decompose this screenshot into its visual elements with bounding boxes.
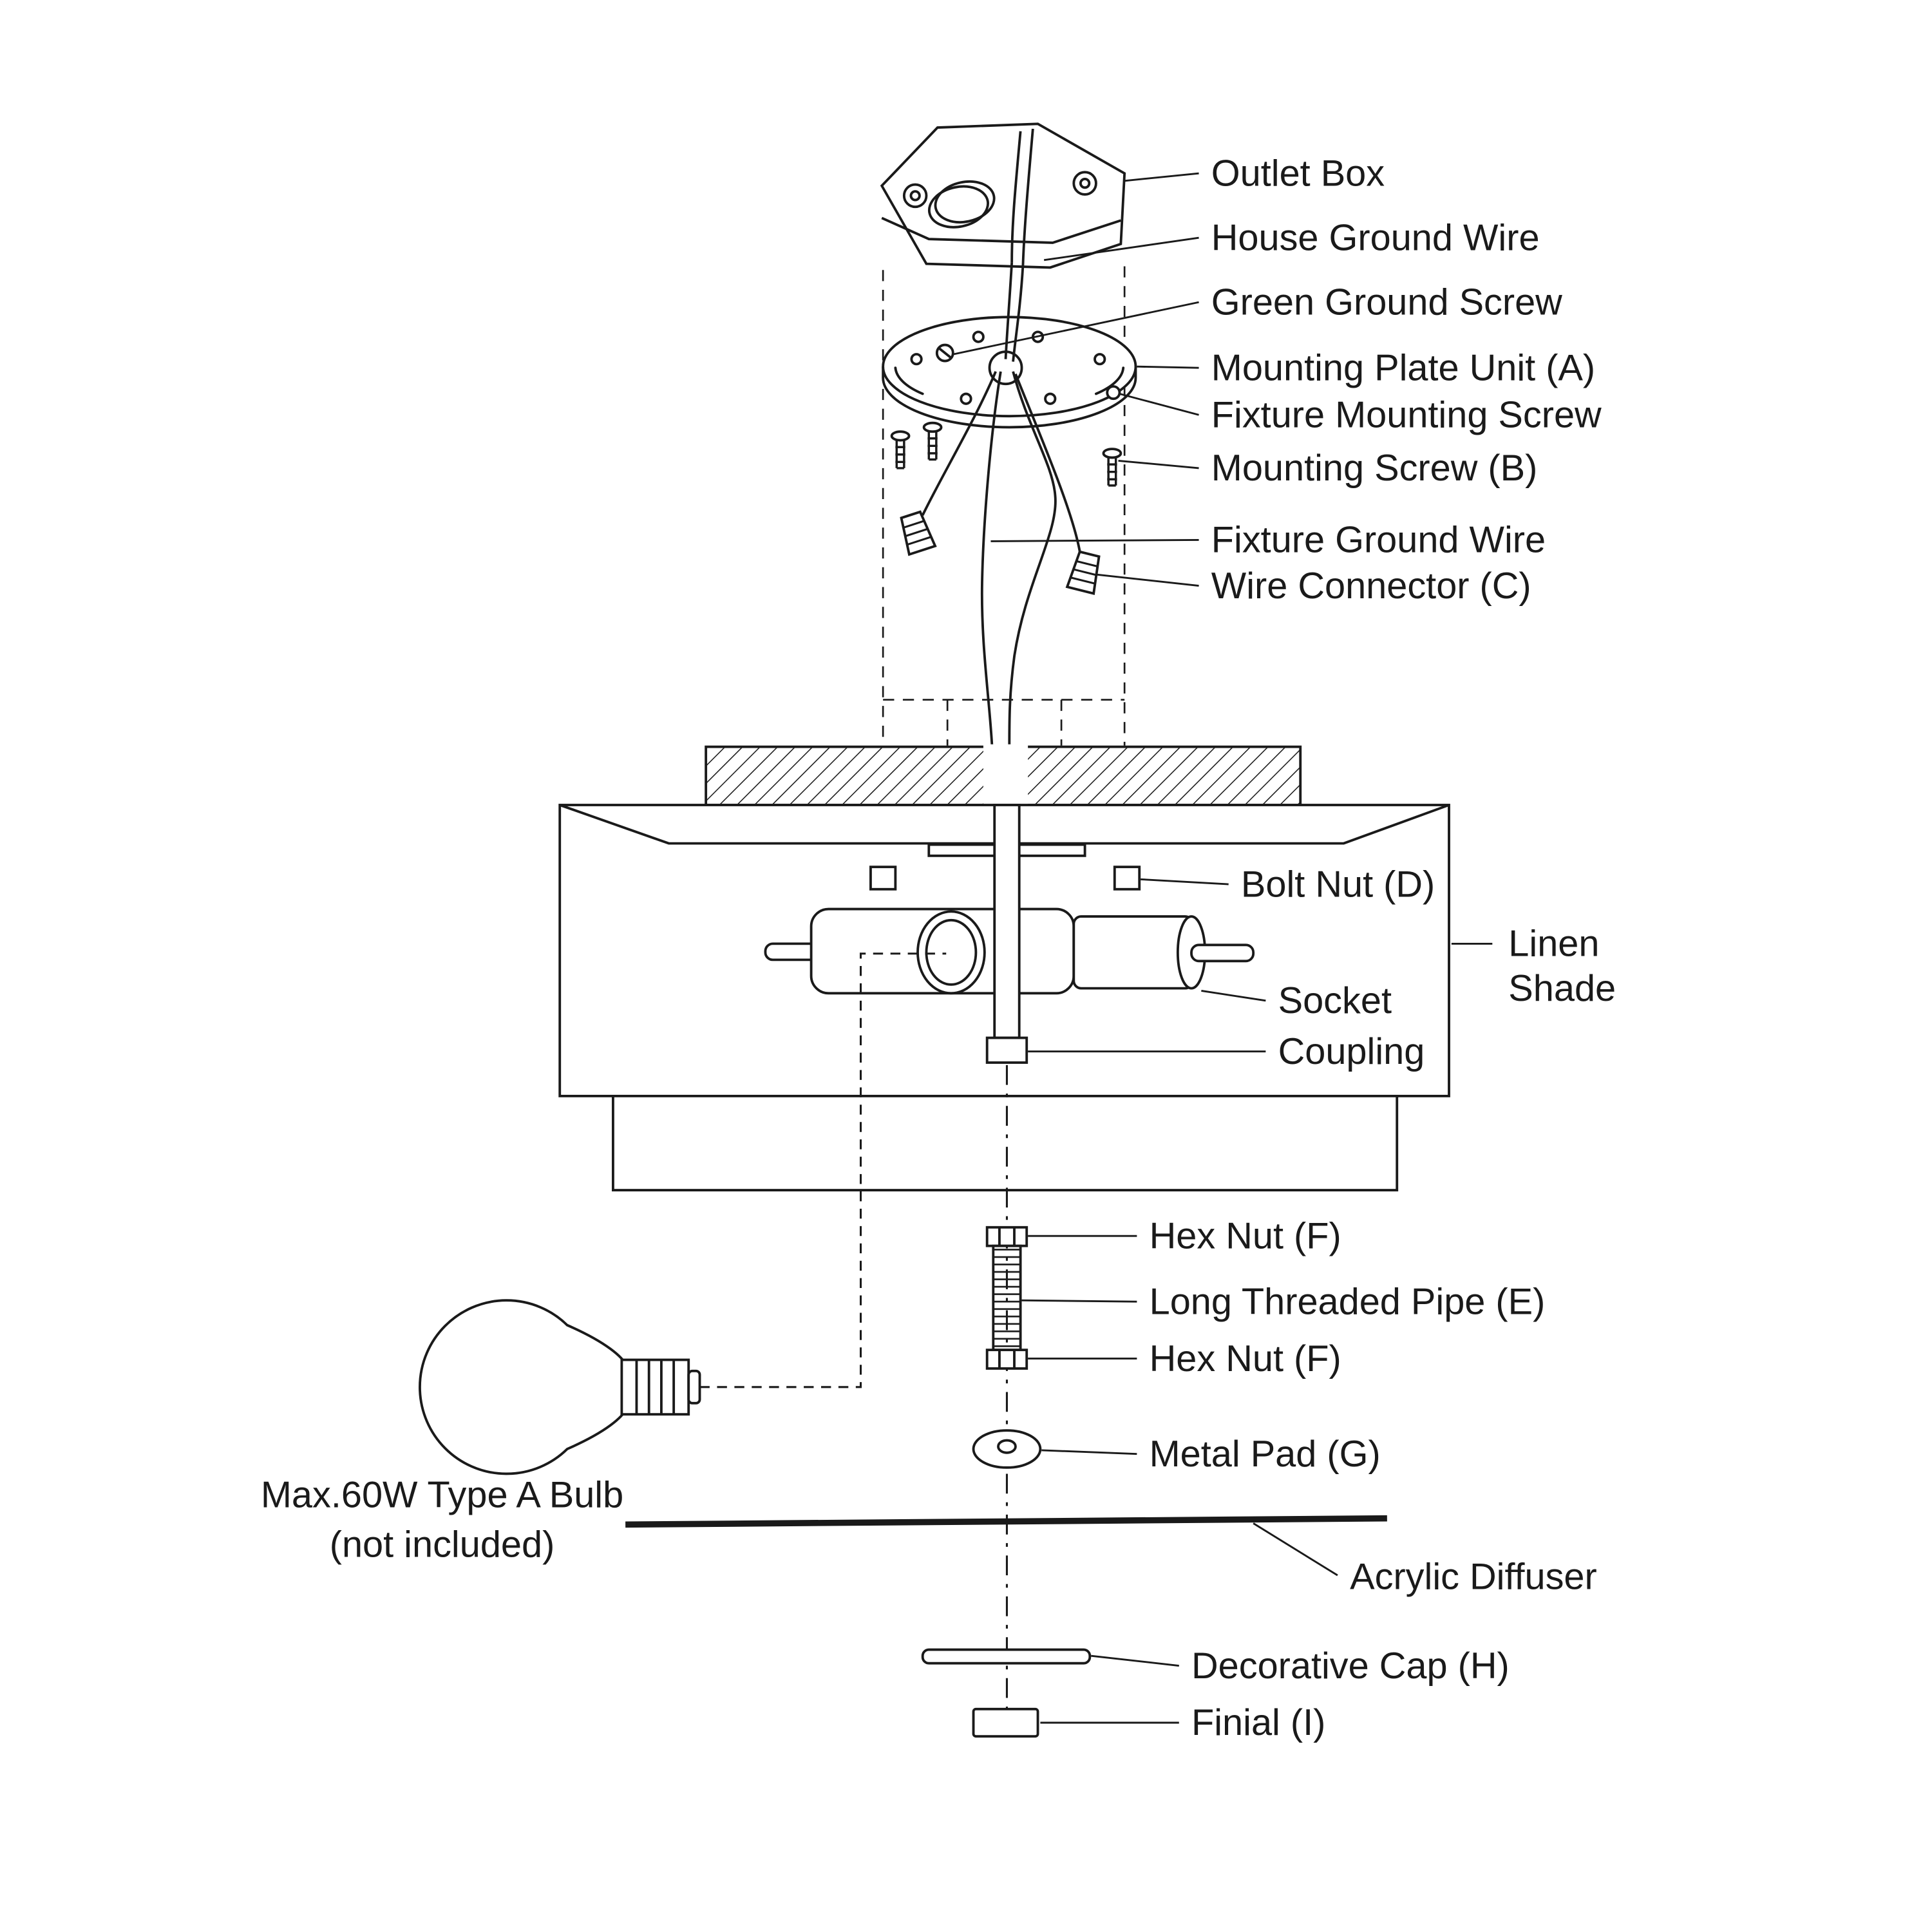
hex-nut-bottom — [985, 1349, 1028, 1370]
outlet-box — [880, 122, 1126, 269]
long-threaded-pipe — [992, 1244, 1022, 1352]
fixture-mounting-screw-left — [890, 430, 911, 469]
label-hex-nut-bottom: Hex Nut (F) — [1150, 1338, 1341, 1379]
coupling — [985, 1036, 1028, 1064]
acrylic-diffuser — [625, 1515, 1387, 1528]
wire-connector-left — [896, 509, 937, 556]
center-pipe — [993, 804, 1021, 1039]
leader-acrylic-diffuser — [1253, 1522, 1338, 1577]
wire-connector-right — [1066, 549, 1104, 595]
leader-fixture-mounting-screw — [1119, 393, 1199, 416]
light-bulb — [419, 952, 947, 1475]
fixture-mounting-screw-head — [1106, 385, 1121, 401]
label-house-ground-wire: House Ground Wire — [1211, 217, 1540, 258]
metal-pad — [972, 1429, 1042, 1469]
label-wire-connector-c: Wire Connector (C) — [1211, 565, 1531, 607]
label-bolt-nut-d: Bolt Nut (D) — [1241, 864, 1435, 905]
label-decorative-cap: Decorative Cap (H) — [1191, 1645, 1510, 1687]
label-mounting-screw-b: Mounting Screw (B) — [1211, 448, 1538, 489]
stem-parts — [625, 1065, 1387, 1738]
label-fixture-ground-wire: Fixture Ground Wire — [1211, 520, 1546, 561]
leader-decorative-cap — [1091, 1654, 1179, 1667]
label-linen-shade-line1: Linen — [1508, 923, 1599, 965]
label-acrylic-diffuser: Acrylic Diffuser — [1350, 1556, 1597, 1597]
leader-outlet-box — [1124, 172, 1199, 182]
label-socket: Socket — [1278, 980, 1392, 1021]
leader-house-ground-wire — [1043, 236, 1199, 261]
leader-mounting-plate-unit — [1137, 365, 1199, 369]
finial — [972, 1707, 1039, 1738]
labels: Outlet Box House Ground Wire Green Groun… — [261, 153, 1616, 1743]
socket-assembly — [764, 804, 1255, 1064]
label-coupling: Coupling — [1278, 1031, 1425, 1072]
bolt-nut-right — [1113, 866, 1141, 891]
label-bulb-note-line1: Max.60W Type A Bulb — [261, 1474, 623, 1515]
label-hex-nut-top: Hex Nut (F) — [1150, 1215, 1341, 1256]
label-metal-pad: Metal Pad (G) — [1150, 1434, 1381, 1475]
bolt-nut-left — [869, 866, 897, 891]
label-long-threaded-pipe: Long Threaded Pipe (E) — [1150, 1281, 1546, 1322]
socket-opening — [916, 910, 986, 995]
mounting-screw-b — [1102, 448, 1122, 487]
label-fixture-mounting-screw: Fixture Mounting Screw — [1211, 394, 1602, 435]
leader-socket — [1201, 990, 1266, 1002]
leader-mounting-screw-b — [1118, 459, 1199, 469]
leader-bolt-nut-d — [1141, 878, 1229, 886]
label-finial: Finial (I) — [1191, 1702, 1325, 1743]
green-ground-screw — [935, 343, 954, 363]
leader-green-ground-screw — [953, 301, 1199, 355]
leader-metal-pad — [1041, 1449, 1137, 1455]
label-outlet-box: Outlet Box — [1211, 153, 1385, 194]
leader-lines — [953, 172, 1493, 1724]
leader-wire-connector-c — [1097, 573, 1199, 587]
label-linen-shade-line2: Shade — [1508, 968, 1616, 1009]
leader-long-threaded-pipe — [1021, 1299, 1137, 1303]
mounting-plate-unit — [882, 316, 1137, 429]
label-bulb-note-line2: (not included) — [330, 1524, 555, 1565]
label-mounting-plate-unit: Mounting Plate Unit (A) — [1211, 347, 1595, 388]
leader-fixture-ground-wire — [990, 539, 1199, 542]
decorative-cap — [921, 1648, 1092, 1665]
fixture-mounting-screw-left2 — [922, 421, 943, 461]
socket-cup — [1072, 915, 1194, 990]
fixture-wires — [921, 262, 1081, 746]
canopy — [705, 744, 1302, 808]
label-green-ground-screw: Green Ground Screw — [1211, 281, 1562, 323]
bulb-base — [620, 1358, 690, 1416]
hex-nut-top — [985, 1226, 1028, 1247]
